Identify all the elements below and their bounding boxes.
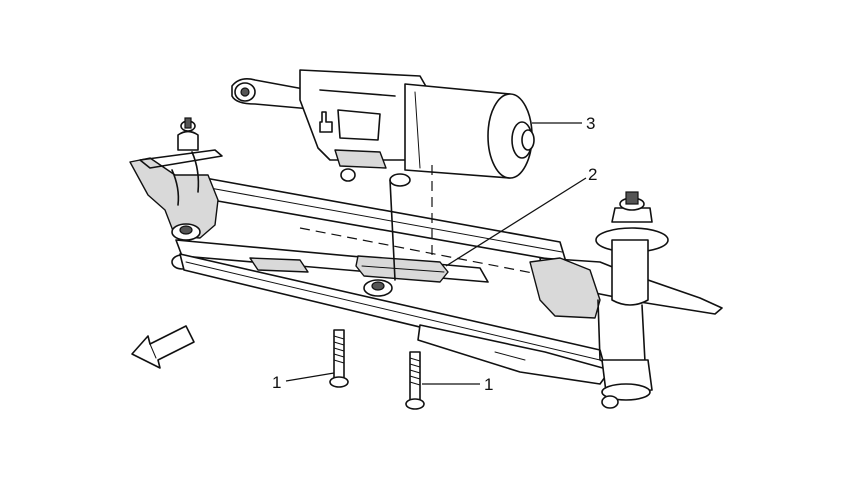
leader-1-left bbox=[285, 372, 335, 382]
mounting-bracket bbox=[355, 255, 449, 283]
right-pivot-tower bbox=[529, 191, 723, 409]
hand-pointer-icon bbox=[319, 111, 333, 133]
wiper-motor bbox=[231, 69, 535, 281]
callout-1-right: 1 bbox=[484, 375, 493, 394]
leader-2 bbox=[445, 177, 587, 267]
bolt-left bbox=[329, 329, 349, 388]
front-direction-arrow-icon bbox=[131, 325, 195, 369]
callout-2: 2 bbox=[588, 165, 597, 184]
callout-1-left: 1 bbox=[272, 373, 281, 392]
bolt-right bbox=[405, 351, 425, 410]
left-pivot-tower bbox=[129, 117, 223, 270]
callout-3: 3 bbox=[586, 114, 595, 133]
